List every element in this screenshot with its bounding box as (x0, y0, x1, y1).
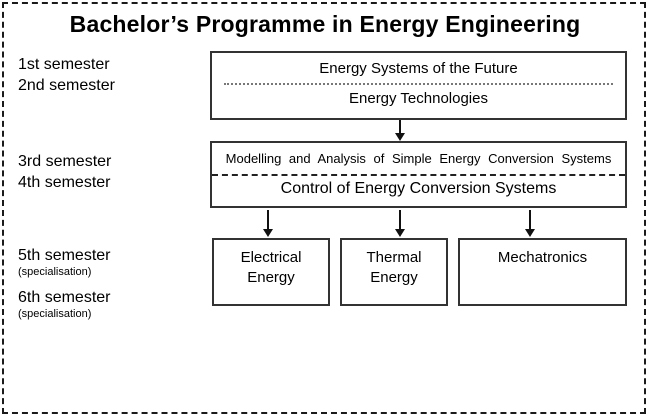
arrow-shaft (267, 210, 269, 229)
specialisation-label: Mechatronics (497, 249, 588, 266)
semester-4-label: 4th semester (18, 174, 111, 191)
course-energy-systems-of-the-future: Energy Systems of the Future (319, 59, 518, 77)
arrow-shaft (399, 210, 401, 229)
course-energy-technologies: Energy Technologies (349, 90, 488, 107)
semester-3-label: 3rd semester (18, 153, 112, 170)
arrow-down-icon (395, 120, 405, 141)
specialisation-mechatronics-box: Mechatronics (458, 238, 627, 306)
arrow-shaft (399, 120, 401, 133)
year1-courses-box: Energy Systems of the Future Energy Tech… (210, 51, 627, 120)
specialisation-electrical-energy-box: Electrical Energy (212, 238, 330, 306)
arrow-down-icon (525, 210, 535, 237)
semester-2-label: 2nd semester (18, 77, 115, 94)
semester-1-label: 1st semester (18, 56, 110, 73)
semester-5-note: (specialisation) (18, 266, 92, 278)
specialisation-thermal-energy-box: Thermal Energy (340, 238, 448, 306)
course-control-of-energy-conversion: Control of Energy Conversion Systems (280, 180, 557, 197)
dashed-divider (212, 174, 625, 176)
page-title: Bachelor’s Programme in Energy Engineeri… (69, 11, 581, 37)
semester-label-3-4: 3rd semester 4th semester (18, 151, 111, 193)
arrow-down-icon (395, 210, 405, 237)
arrow-head-icon (395, 133, 405, 141)
semester-6-label: 6th semester (18, 289, 111, 306)
dotted-divider (224, 83, 613, 85)
semester-label-1-2: 1st semester 2nd semester (18, 54, 115, 96)
semester-5-label: 5th semester (18, 247, 111, 264)
arrow-down-icon (263, 210, 273, 237)
specialisation-label: Electrical Energy (240, 249, 302, 286)
arrow-head-icon (263, 229, 273, 237)
arrow-shaft (529, 210, 531, 229)
course-modelling-and-analysis: Modelling and Analysis of Simple Energy … (225, 151, 612, 166)
arrow-head-icon (395, 229, 405, 237)
specialisation-label: Thermal Energy (366, 249, 422, 286)
semester-6-note: (specialisation) (18, 308, 92, 320)
arrow-head-icon (525, 229, 535, 237)
year2-courses-box: Modelling and Analysis of Simple Energy … (210, 141, 627, 208)
